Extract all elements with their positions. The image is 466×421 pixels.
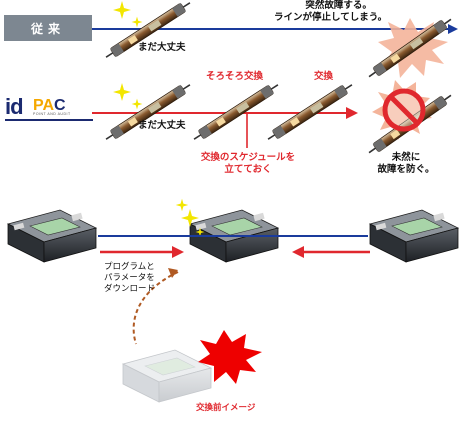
row2-soon-label: そろそろ交換: [206, 71, 264, 82]
download-line2: パラメータを: [104, 273, 155, 283]
row2-still-ok-label: まだ大丈夫: [138, 120, 186, 131]
sparkle-icon: [113, 1, 131, 19]
conventional-badge-label: 従来: [30, 21, 65, 36]
control-module-source: [369, 209, 459, 263]
row2-prevent-line2: 故障を防ぐ。: [377, 164, 435, 175]
row1-failure-line2: ラインが停止してしまう。: [274, 12, 388, 23]
row2-replace-label: 交換: [314, 71, 334, 82]
row1-failure-line1: 突然故障する。: [305, 0, 372, 11]
row2-prevent-line1: 未然に: [391, 152, 421, 163]
idpac-logo-underline: [5, 119, 93, 121]
row2-schedule-line2: 立てておく: [224, 164, 272, 175]
download-line1: プログラムと: [104, 262, 155, 272]
conventional-badge: 従来: [4, 15, 92, 41]
idpac-logo: id PAC POINT AND AUDIT: [5, 94, 93, 121]
row2-schedule-label: 交換のスケジュールを 立てておく: [196, 152, 300, 176]
idpac-logo-pac: PAC: [33, 97, 66, 115]
replacement-arrowhead: [168, 268, 178, 278]
failure-burst-red-icon: [198, 330, 262, 384]
idpac-logo-p: P: [33, 97, 43, 114]
idpac-logo-id: id: [5, 94, 24, 119]
sparkle-icon: [131, 98, 143, 110]
transfer-arrowhead-left: [292, 246, 304, 258]
prohibition-icon: [365, 80, 455, 158]
idpac-logo-a: A: [42, 97, 55, 114]
row2-schedule-line1: 交換のスケジュールを: [200, 152, 296, 163]
before-image-label: 交換前イメージ: [196, 403, 256, 413]
conventional-arrowhead: [448, 24, 458, 34]
download-label: プログラムと パラメータを ダウンロード: [104, 262, 155, 295]
sparkle-icon: [131, 16, 143, 28]
download-line3: ダウンロード: [104, 284, 156, 294]
idpac-arrowhead: [346, 107, 358, 119]
download-arrowhead-right: [172, 246, 184, 258]
row1-still-ok-label: まだ大丈夫: [138, 42, 186, 53]
idpac-logo-c: C: [54, 97, 66, 114]
replacement-dashed-arrow: [132, 271, 179, 345]
control-module-old: [7, 209, 97, 263]
sparkle-icon: [175, 198, 189, 212]
row1-failure-label: 突然故障する。 ラインが停止してしまう。: [274, 0, 387, 24]
row2-prevent-label: 未然に 故障を防ぐ。: [374, 152, 438, 176]
idpac-logo-subtitle: POINT AND AUDIT: [33, 112, 71, 116]
sparkle-icon: [113, 83, 131, 101]
control-module-before-image: [122, 349, 212, 403]
